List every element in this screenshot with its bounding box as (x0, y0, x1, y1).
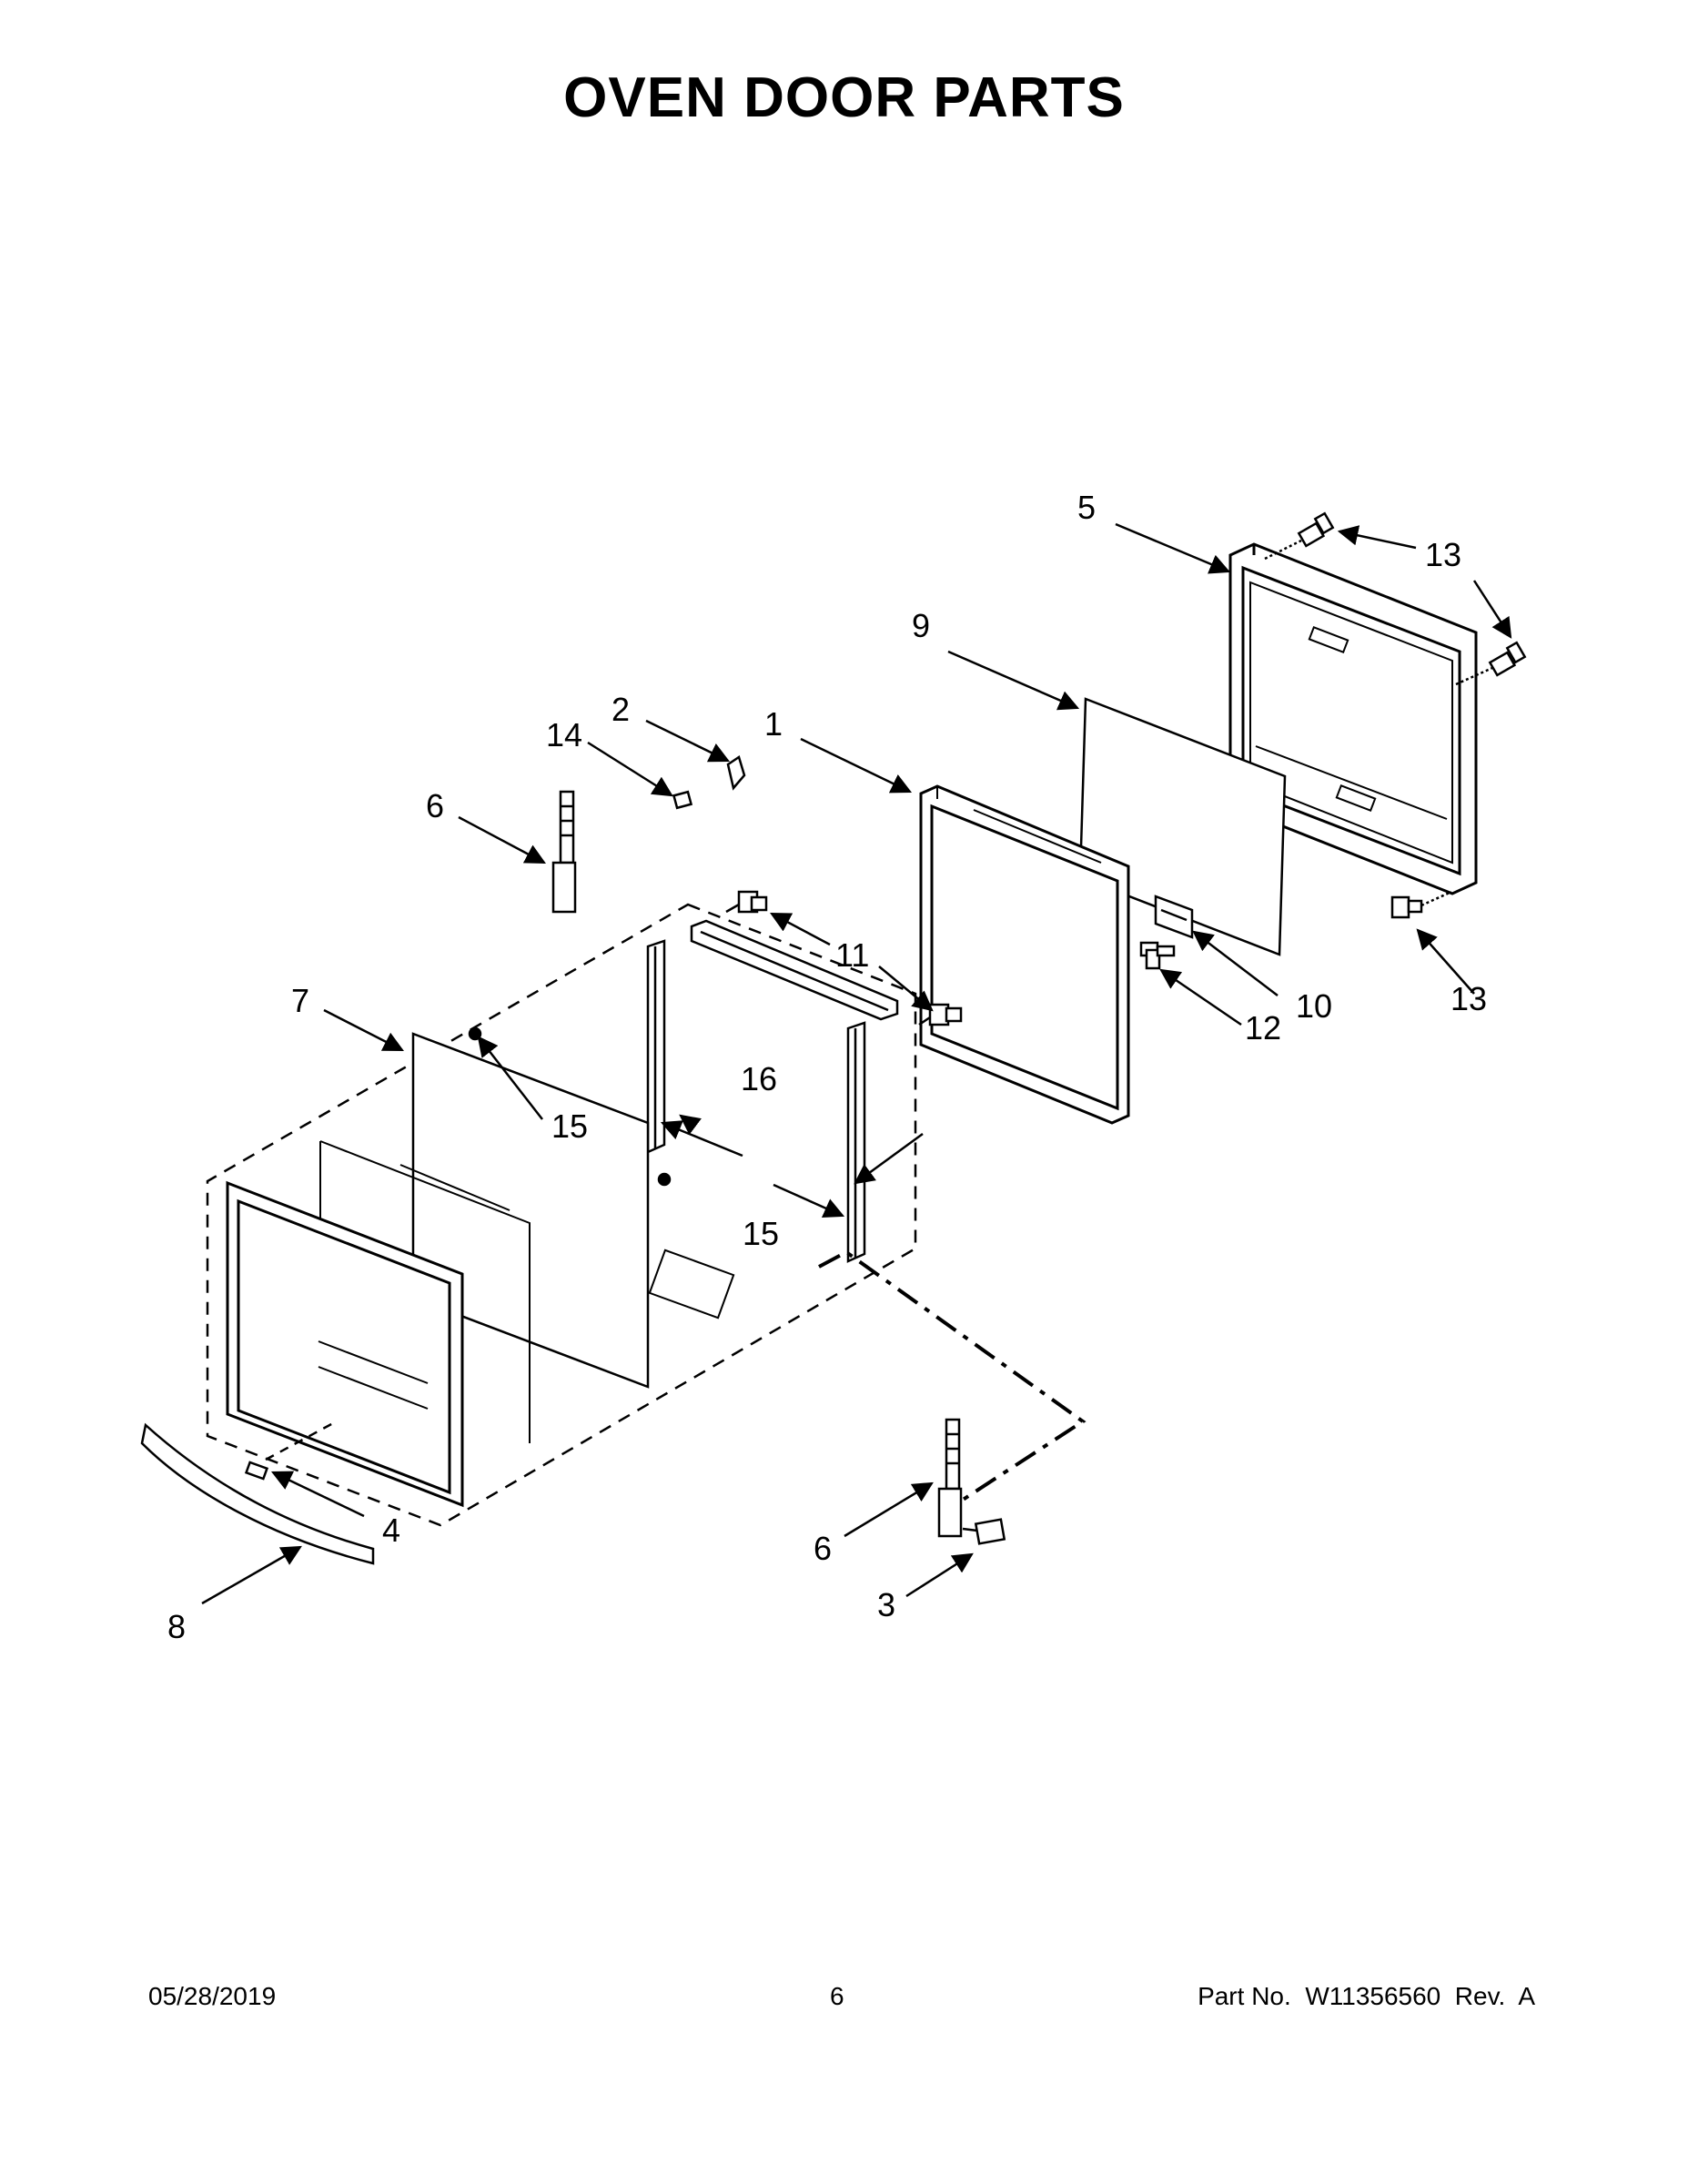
callout-13-bottom: 13 (1450, 980, 1487, 1017)
callout-10: 10 (1296, 987, 1332, 1025)
callout-6-top: 6 (426, 787, 444, 824)
bracket-10 (1154, 895, 1194, 939)
leader-arrows (201, 522, 1512, 1605)
inner-glass (1078, 697, 1287, 956)
callout-5: 5 (1077, 489, 1096, 526)
callout-6-bottom: 6 (814, 1530, 832, 1567)
hinge-6-top (551, 790, 577, 914)
outer-door-glass (411, 1026, 672, 1389)
door-handle (140, 1422, 375, 1565)
screw-13-right (1455, 641, 1527, 686)
side-channel-16-right (846, 1021, 866, 1263)
page-title: OVEN DOOR PARTS (563, 66, 1125, 129)
handle-fastener-4 (244, 1421, 334, 1481)
callout-4: 4 (382, 1512, 400, 1549)
screw-11-left (725, 890, 768, 914)
callout-12: 12 (1245, 1009, 1281, 1046)
callout-7: 7 (291, 982, 309, 1019)
outer-door-panel (226, 1180, 464, 1508)
footer-part-number: Part No. W11356560 Rev. A (1198, 1982, 1535, 2010)
inner-door-frame (919, 784, 1130, 1125)
screw-3 (962, 1518, 1006, 1545)
callout-1: 1 (764, 705, 783, 743)
callout-15-top: 15 (551, 1107, 588, 1145)
callout-9: 9 (912, 607, 930, 644)
footer-page-number: 6 (830, 1982, 844, 2010)
callout-3: 3 (877, 1586, 895, 1623)
clip-2 (726, 755, 746, 791)
callout-2: 2 (612, 691, 630, 728)
screw-11-right (918, 1003, 963, 1026)
screw-12 (1139, 941, 1176, 970)
clip-14 (672, 790, 693, 810)
door-inner-frame (319, 1140, 735, 1443)
callout-13-top: 13 (1425, 536, 1461, 573)
callout-16: 16 (741, 1060, 777, 1097)
hinge-6-bottom (937, 1418, 963, 1538)
callout-11: 11 (835, 936, 869, 974)
callout-15-bottom: 15 (743, 1215, 779, 1252)
hinge-connection-line (818, 1249, 1087, 1505)
footer-date: 05/28/2019 (148, 1982, 277, 2010)
callout-14: 14 (546, 716, 582, 753)
top-channel (690, 919, 899, 1021)
callout-8: 8 (167, 1608, 186, 1645)
screw-13-bottom (1390, 890, 1452, 919)
screw-13-top (1264, 511, 1335, 561)
side-channel-16-left (646, 939, 666, 1154)
